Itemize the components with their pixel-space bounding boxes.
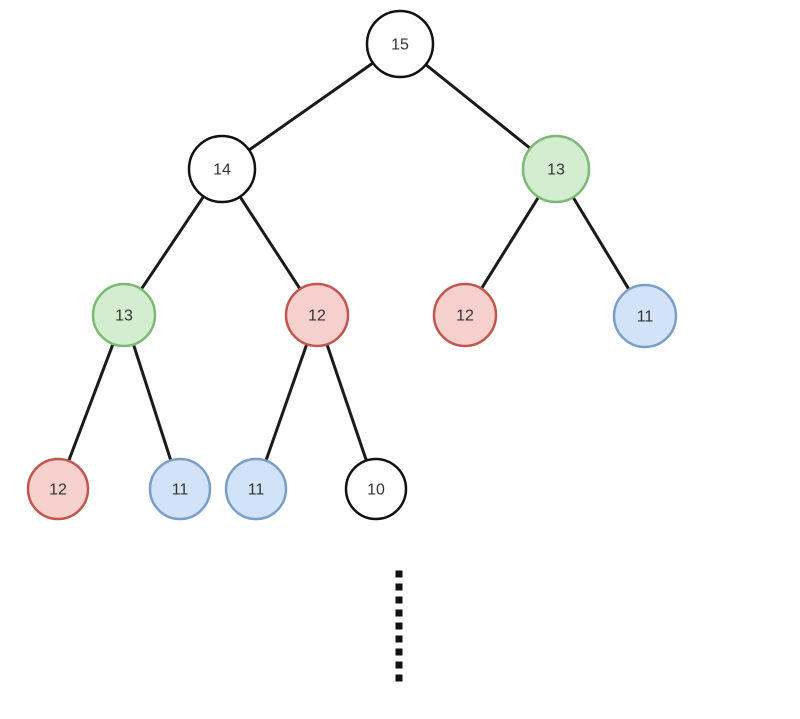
node-circle[interactable] [148,457,212,521]
node-circle[interactable] [187,134,257,204]
tree-node[interactable]: 12 [284,282,350,348]
tree-edge [139,194,206,291]
tree-edge [479,195,541,291]
node-circle[interactable] [284,282,350,348]
tree-node[interactable]: 14 [187,134,257,204]
edges-layer [66,61,631,463]
ellipsis-dot [395,674,403,682]
tree-edge [238,195,302,291]
tree-node[interactable]: 11 [148,457,212,521]
tree-node[interactable]: 12 [432,282,498,348]
node-circle[interactable] [91,282,157,348]
tree-edge [66,342,115,463]
tree-node[interactable]: 15 [365,9,435,79]
node-label: 13 [115,308,133,325]
tree-edge [264,342,309,463]
node-circle[interactable] [26,457,90,521]
node-label: 13 [547,162,565,179]
node-label: 11 [637,309,654,326]
node-label: 12 [49,482,67,499]
tree-edge [247,61,375,152]
node-label: 12 [456,308,474,325]
tree-edge [325,342,369,463]
ellipsis-dot [395,583,403,591]
tree-node[interactable]: 12 [26,457,90,521]
ellipsis-dot [395,635,403,643]
node-circle[interactable] [344,457,408,521]
ellipsis-dot [395,622,403,630]
ellipsis-layer [395,570,403,682]
tree-node[interactable]: 11 [224,457,288,521]
node-circle[interactable] [365,9,435,79]
node-label: 10 [367,482,385,499]
node-circle[interactable] [521,134,591,204]
node-label: 12 [308,308,326,325]
ellipsis-dot [395,570,403,578]
node-label: 14 [213,162,231,179]
node-circle[interactable] [432,282,498,348]
ellipsis-dot [395,661,403,669]
tree-node[interactable]: 10 [344,457,408,521]
node-label: 11 [172,482,189,499]
tree-node[interactable]: 11 [612,283,678,349]
ellipsis-dot [395,609,403,617]
tree-edge [571,195,631,292]
node-circle[interactable] [224,457,288,521]
tree-edge [131,343,173,462]
node-label: 15 [391,37,409,54]
ellipsis-dot [395,648,403,656]
ellipsis-dot [395,596,403,604]
tree-edge [424,62,532,151]
tree-node[interactable]: 13 [91,282,157,348]
nodes-layer: 15 14 13 13 12 12 11 12 11 11 10 [26,9,678,521]
node-label: 11 [248,482,265,499]
tree-node[interactable]: 13 [521,134,591,204]
node-circle[interactable] [612,283,678,349]
